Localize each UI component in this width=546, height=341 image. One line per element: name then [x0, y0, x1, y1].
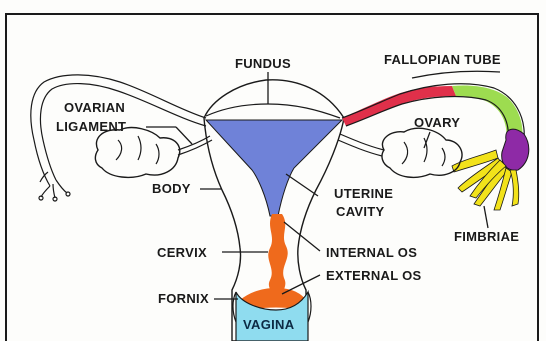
left-ovarian-ligament: [178, 136, 210, 150]
label-body: BODY: [152, 181, 191, 196]
right-ovary: [382, 128, 462, 177]
label-cervix: CERVIX: [157, 245, 207, 260]
cervical-canal: [268, 214, 287, 298]
fallopian-tube-leader: [412, 71, 500, 78]
uterine-cavity: [206, 120, 342, 216]
label-uterine-cavity-line1: UTERINE: [334, 186, 393, 201]
right-ovary-purple-region: [502, 129, 529, 170]
label-external-os: EXTERNAL OS: [326, 268, 422, 283]
label-fundus: FUNDUS: [235, 56, 291, 71]
fimbriae-leader: [484, 206, 488, 228]
label-fimbriae: FIMBRIAE: [454, 229, 519, 244]
label-vagina: VAGINA: [243, 317, 295, 332]
ovarian-ligament-leader-b: [176, 127, 192, 144]
label-internal-os: INTERNAL OS: [326, 245, 417, 260]
label-ovarian-ligament-line2: LIGAMENT: [56, 119, 126, 134]
label-ovary: OVARY: [414, 115, 460, 130]
left-ovary: [95, 128, 179, 178]
right-fallopian-tube: [342, 84, 524, 142]
label-uterine-cavity-line2: CAVITY: [336, 204, 385, 219]
label-fallopian-tube: FALLOPIAN TUBE: [384, 52, 501, 67]
label-ovarian-ligament-line1: OVARIAN: [64, 100, 125, 115]
uterine-cavity-leader: [286, 174, 318, 196]
label-fornix: FORNIX: [158, 291, 209, 306]
